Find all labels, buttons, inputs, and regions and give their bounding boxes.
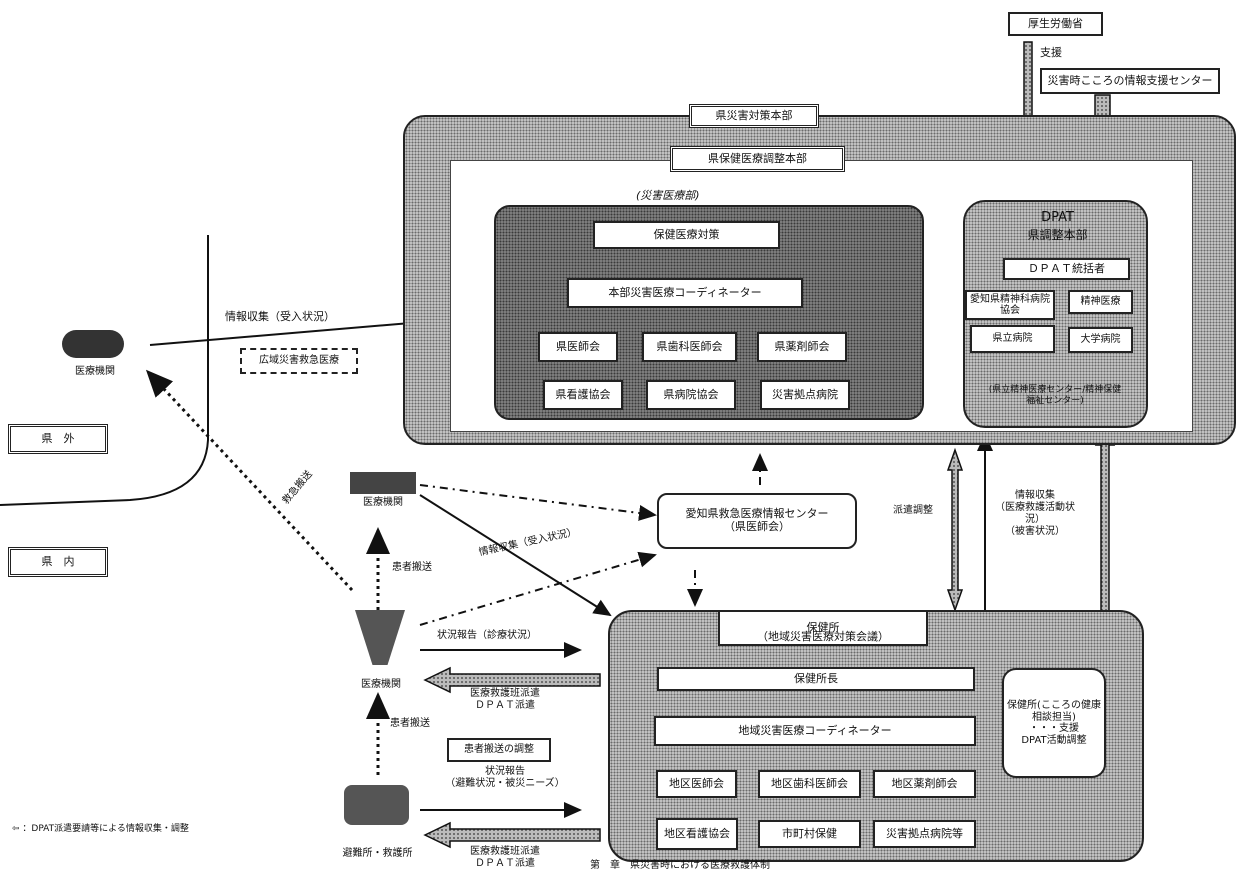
coordinator-box: 本部災害医療コーディネーター xyxy=(567,278,803,308)
rescue-dotted xyxy=(145,369,354,592)
dpat-title: DPAT xyxy=(1041,210,1074,225)
grid-cell-1-1: 県病院協会 xyxy=(646,380,736,410)
dpat-subtitle: 県調整本部 xyxy=(1027,228,1088,242)
info-center-box: 愛知県救急医療情報センター （県医師会） xyxy=(657,493,857,549)
hospital-icon-2 xyxy=(350,472,416,494)
hc-chief-box: 保健所長 xyxy=(657,667,975,691)
shelter-label: 避難所・救護所 xyxy=(342,848,413,859)
dpat-note: (県立精神医療センター/精神保健福祉センター) xyxy=(988,385,1122,406)
legend: ⇦ ：DPAT派遣要請等による情報収集・調整 xyxy=(12,824,189,834)
coordination-label: 情報収集 （医療救護活動状況） （被害状況） xyxy=(995,490,1075,537)
emergency-roles-box: 保健医療対策 xyxy=(593,221,780,249)
prefecture-boundary xyxy=(0,235,209,506)
support-label: 支援 xyxy=(1040,46,1062,59)
hospital-label-2: 医療機関 xyxy=(363,497,403,508)
hc-grid-1-0: 地区看護協会 xyxy=(656,818,738,850)
dpat-cell-2: 県立病院 xyxy=(970,325,1055,353)
medical-hq-title: 県保健医療調整本部 xyxy=(670,146,845,172)
hc-coordinator-box: 地域災害医療コーディネーター xyxy=(654,716,976,746)
prefecture-in-box: 県 内 xyxy=(8,547,108,577)
disaster-center-box: 災害時こころの情報支援センター xyxy=(1040,68,1220,94)
dpat-cell-0: 愛知県精神科病院協会 xyxy=(965,290,1055,320)
hc-grid-0-2: 地区薬剤師会 xyxy=(873,770,976,798)
status-report2-label: 状況報告 （避難状況・被災ニーズ） xyxy=(445,766,565,789)
hospital2-label: 医療機関 xyxy=(361,679,401,690)
grid-cell-0-0: 県医師会 xyxy=(538,332,618,362)
dispatch-req2-label: 医療救護班派遣 ＤＰＡＴ派遣 xyxy=(470,846,540,869)
hc-right-box: 保健所(こころの健康相談担当) ・・・支援 DPAT活動調整 xyxy=(1002,668,1106,778)
mhlw-box: 厚生労働省 xyxy=(1008,12,1103,36)
hc-title: 保健所 xyxy=(718,610,928,646)
transport-label: 患者搬送 xyxy=(390,718,430,729)
grid-cell-0-1: 県歯科医師会 xyxy=(642,332,737,362)
dispatch-req-label: 医療救護班派遣 ＤＰＡＴ派遣 xyxy=(470,688,540,711)
dpat-cell-3: 大学病院 xyxy=(1068,327,1133,353)
prefecture-out-box: 県 外 xyxy=(8,424,108,454)
dpat-cell-1: 精神医療 xyxy=(1068,290,1133,314)
hc-grid-1-1: 市町村保健 xyxy=(758,820,861,848)
dispatch-label: 派遣調整 xyxy=(893,505,933,516)
patient-transfer-label: 患者搬送 xyxy=(392,562,432,573)
medical-inst-label: 医療機関 xyxy=(75,366,115,377)
shelter-icon xyxy=(344,785,409,825)
mid-double-arrow xyxy=(946,447,964,613)
caption: 第 章 県災害時における医療救護体制 xyxy=(590,860,770,871)
hc-grid-0-1: 地区歯科医師会 xyxy=(758,770,861,798)
hq-title: 県災害対策本部 xyxy=(689,104,819,128)
grid-cell-0-2: 県薬剤師会 xyxy=(757,332,847,362)
hospital-icon xyxy=(62,330,124,358)
grid-cell-1-0: 県看護協会 xyxy=(543,380,623,410)
hc-grid-1-2: 災害拠点病院等 xyxy=(873,820,976,848)
grid-cell-1-2: 災害拠点病院 xyxy=(760,380,850,410)
status-report-label: 状況報告（診療状況） xyxy=(437,630,537,641)
contact-box: 患者搬送の調整 xyxy=(447,738,551,762)
hc-grid-0-0: 地区医師会 xyxy=(656,770,737,798)
emergency-team-label: (災害医療部) xyxy=(636,189,700,202)
wide-area-box: 広域災害救急医療 xyxy=(240,348,358,374)
info-collect-label-1: 情報収集（受入状況） xyxy=(225,310,335,323)
hc-subtitle: （地域災害医療対策会議） xyxy=(757,630,889,643)
hospital-to-hc xyxy=(419,494,612,617)
dpat-leader-box: ＤＰＡＴ統括者 xyxy=(1003,258,1130,280)
